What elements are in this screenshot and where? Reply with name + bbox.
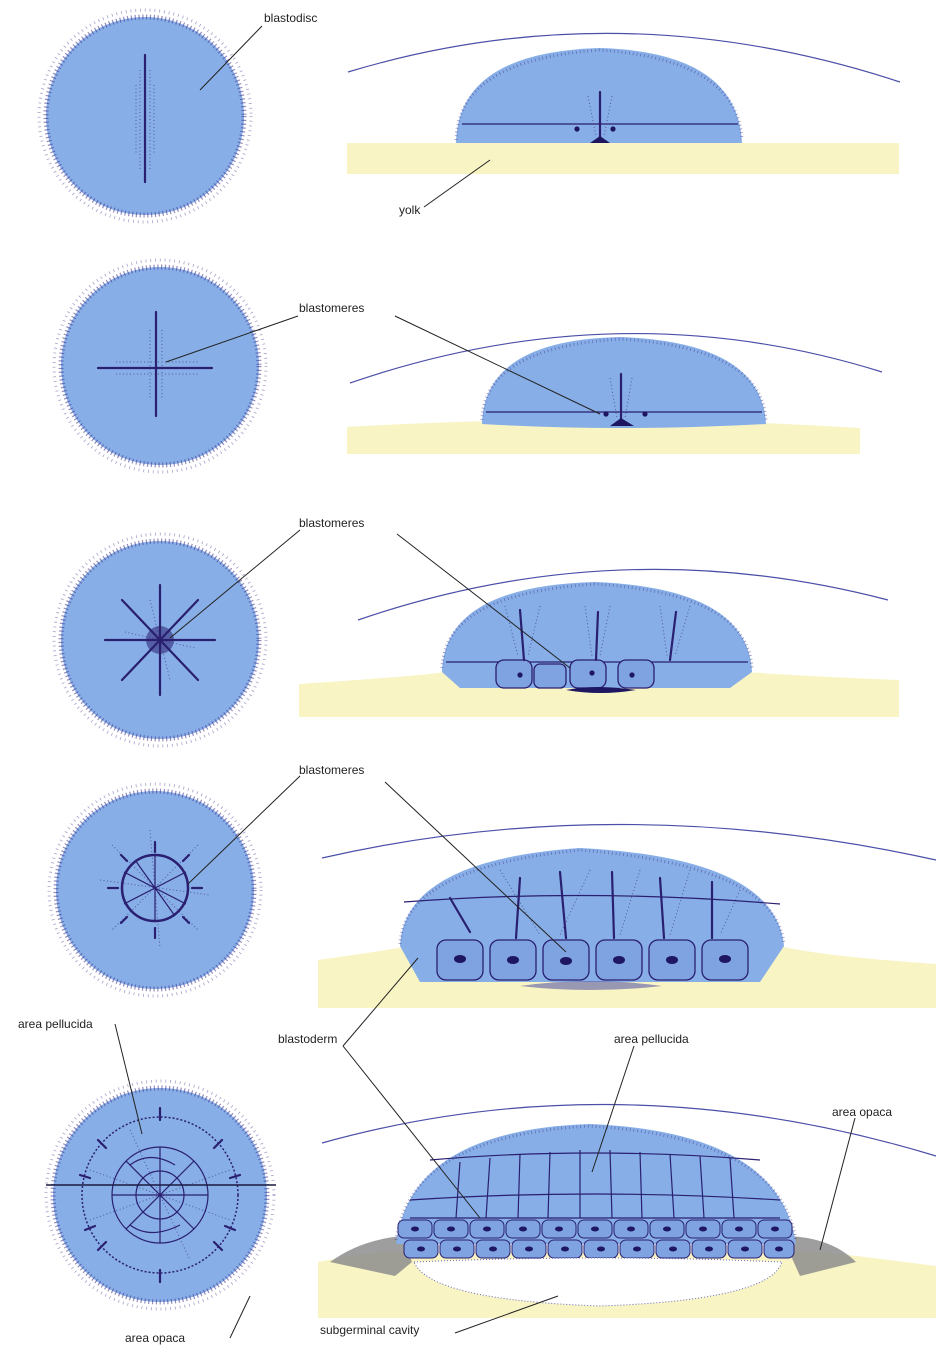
label-area-pellucida-left: area pellucida <box>18 1017 93 1031</box>
stage-1-surface-view <box>39 10 251 222</box>
stage-4-section-view <box>318 824 936 1008</box>
label-blastomeres-1: blastomeres <box>299 301 364 315</box>
stage-1 <box>39 10 900 222</box>
stage-1-section-view <box>347 33 900 174</box>
label-subgerminal-cavity: subgerminal cavity <box>320 1323 419 1337</box>
stage-4 <box>49 784 936 1008</box>
stage-3-section-view <box>299 569 899 717</box>
label-area-opaca-right: area opaca <box>832 1105 892 1119</box>
label-blastodisc: blastodisc <box>264 11 317 25</box>
label-blastomeres-3: blastomeres <box>299 763 364 777</box>
stage-4-surface-view <box>49 784 261 996</box>
stage-5 <box>46 1081 936 1318</box>
stage-3 <box>54 534 899 746</box>
label-blastomeres-2: blastomeres <box>299 516 364 530</box>
label-yolk: yolk <box>399 203 421 217</box>
stage-2-surface-view <box>54 260 266 472</box>
stage-2 <box>54 260 882 472</box>
label-area-opaca-left: area opaca <box>125 1331 185 1345</box>
stage-2-section-view <box>347 334 882 454</box>
stage-5-surface-view <box>46 1081 276 1309</box>
stage-3-surface-view <box>54 534 266 746</box>
label-area-pellucida-right: area pellucida <box>614 1032 689 1046</box>
stage-5-section-view <box>318 1105 936 1318</box>
label-blastoderm: blastoderm <box>278 1032 337 1046</box>
